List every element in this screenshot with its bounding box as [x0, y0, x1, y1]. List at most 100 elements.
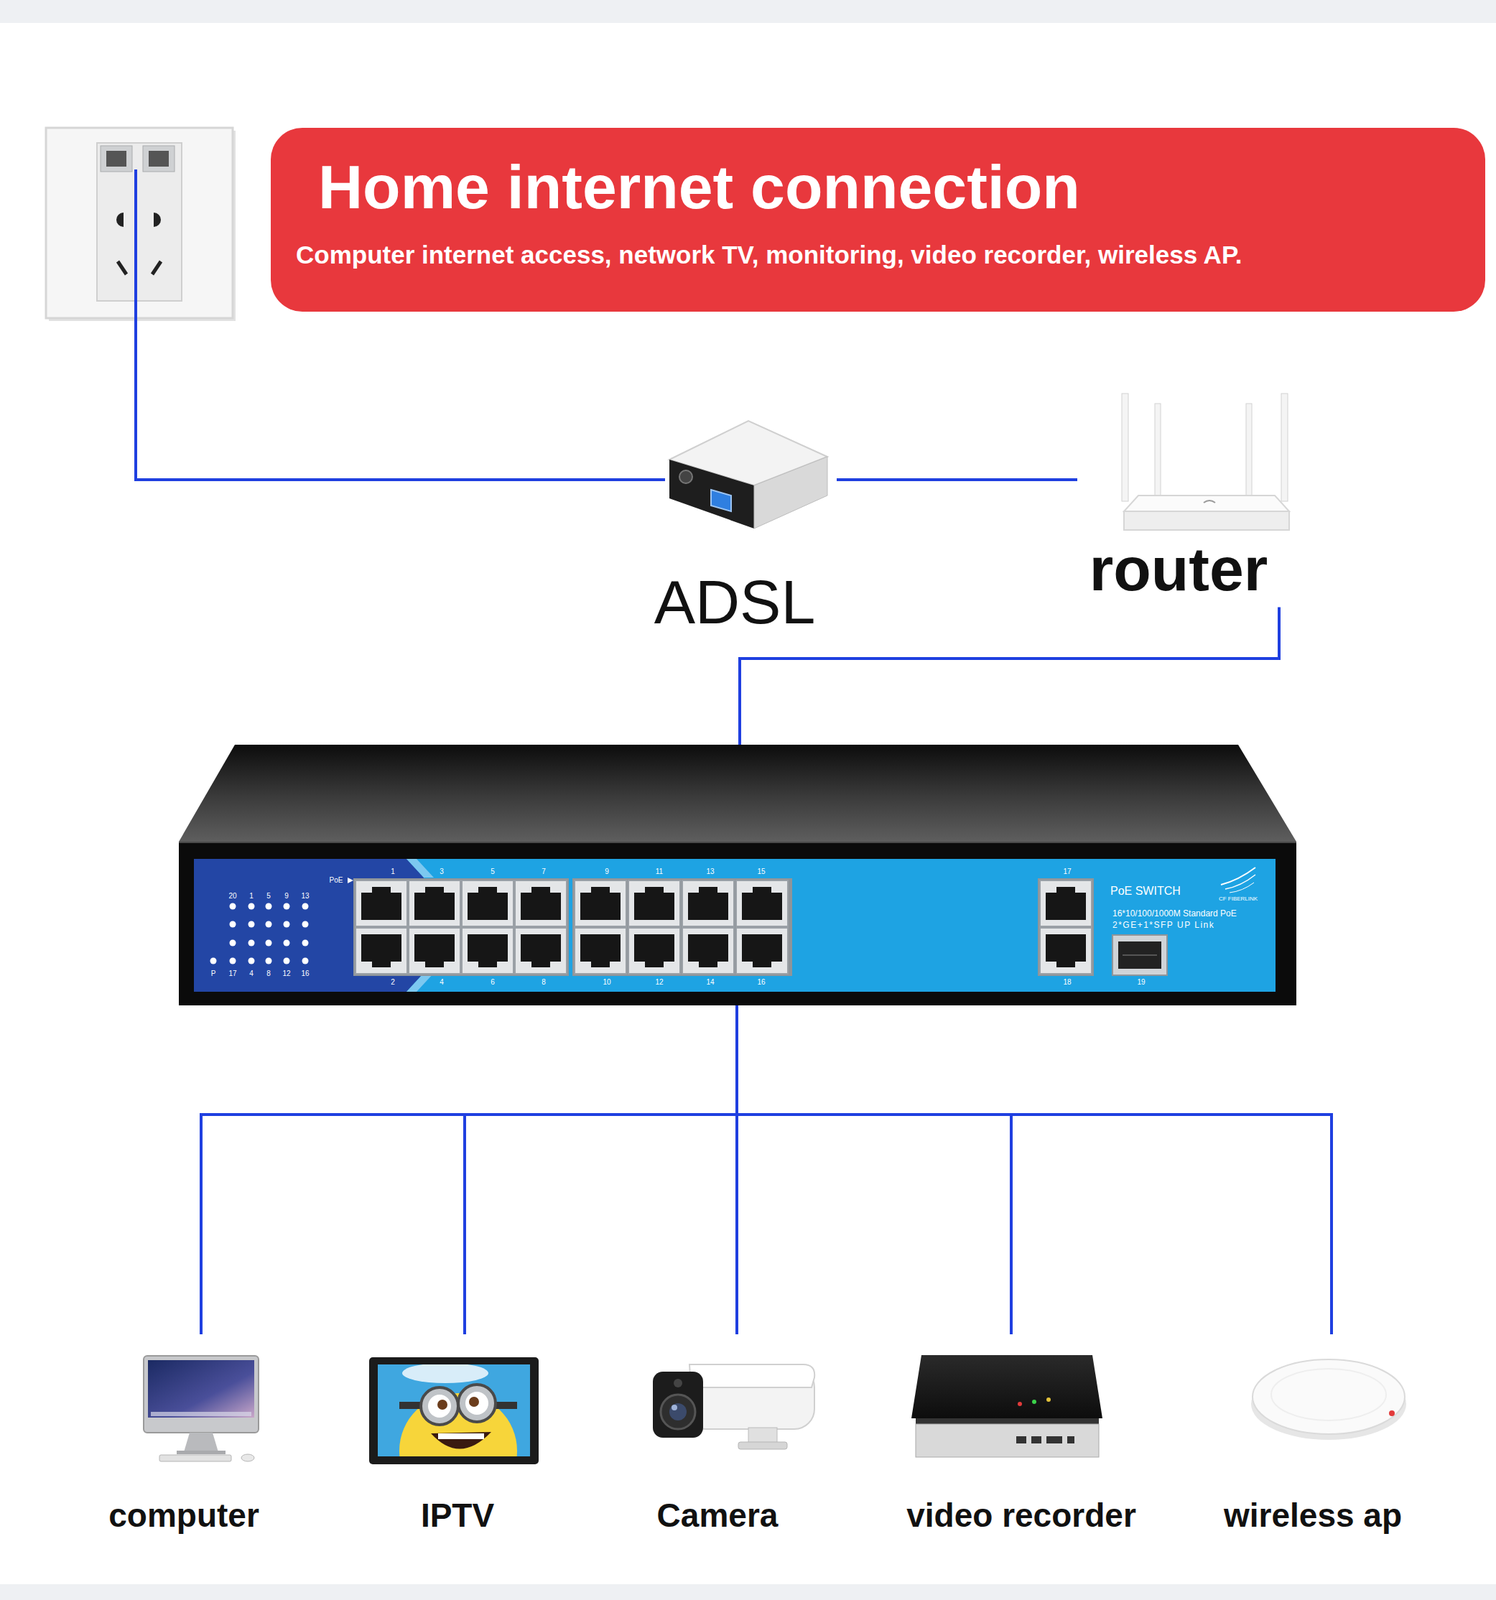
port-number: 19 — [1136, 978, 1145, 987]
iptv-icon-part-part — [468, 1396, 480, 1407]
network-cable — [739, 606, 1280, 745]
computer-icon-part — [150, 1411, 252, 1417]
poe-switch-body-part — [1039, 880, 1092, 927]
computer-icon-part — [241, 1454, 255, 1462]
computer-icon-part — [159, 1455, 232, 1462]
top-band-part — [0, 0, 1496, 23]
port-number: 6 — [490, 978, 495, 987]
wall-socket-part — [152, 261, 161, 275]
video-recorder-icon-part — [1067, 1436, 1075, 1444]
poe-switch-body-part — [682, 927, 734, 974]
poe-switch-body-part — [572, 878, 793, 977]
router-icon-part — [1123, 495, 1290, 512]
port-number: 11 — [655, 868, 663, 876]
port-number: 4 — [249, 970, 254, 978]
video-recorder-icon-part — [915, 1418, 1099, 1425]
modem-device: ADSL — [646, 412, 837, 640]
adsl-modem-icon-part — [669, 459, 755, 529]
poe-switch-body-part-part — [302, 921, 309, 928]
video-recorder-icon-part — [1032, 1399, 1037, 1405]
poe-switch-body-part — [408, 880, 461, 927]
port-number: 4 — [439, 978, 444, 987]
wall-socket — [45, 127, 236, 322]
poe-switch-body-part-part — [229, 958, 237, 965]
computer-icon-part — [183, 1432, 219, 1453]
device-label: wireless ap — [1223, 1496, 1402, 1535]
poe-switch-body-part — [347, 877, 354, 884]
port-number: 17 — [228, 970, 237, 978]
poe-switch-body-part — [514, 880, 567, 927]
poe-switch-body-part — [1229, 882, 1254, 893]
port-number: 8 — [541, 978, 546, 987]
camera-icon — [652, 1364, 815, 1450]
computer-icon-part — [176, 1450, 226, 1455]
video-recorder-icon-part — [1017, 1401, 1022, 1407]
camera-icon-part — [748, 1427, 778, 1444]
video-recorder-icon-part — [1046, 1436, 1063, 1444]
wall-socket-part — [116, 212, 124, 227]
network-cable — [464, 1005, 737, 1335]
iptv-icon — [369, 1357, 539, 1509]
camera-icon-part — [738, 1442, 788, 1450]
iptv-icon-part — [399, 1364, 518, 1457]
video-recorder-icon-part — [911, 1355, 1103, 1419]
iptv-icon-part-part — [402, 1364, 489, 1384]
router-icon — [1121, 393, 1290, 531]
camera-icon-part — [689, 1364, 815, 1388]
poe-switch-body-part — [178, 841, 1297, 1006]
top-band-part — [0, 1584, 1496, 1600]
router-icon-part — [1121, 393, 1129, 502]
poe-switch-body-part-part — [248, 940, 255, 947]
iptv-icon-part-part — [430, 1432, 492, 1450]
poe-switch-body-part-part — [229, 940, 237, 947]
computer-icon-part — [147, 1360, 255, 1418]
switch-text: PoE SWITCH — [1110, 884, 1181, 898]
poe-switch-body-part — [1122, 954, 1158, 956]
poe-switch-body-part — [628, 927, 681, 974]
poe-switch-body-part — [514, 927, 567, 974]
device-node: Camera — [646, 1334, 819, 1537]
poe-switch-body-part — [461, 927, 514, 974]
port-number: 16 — [300, 970, 309, 978]
port-number: 12 — [282, 970, 291, 978]
port-number: 18 — [1062, 978, 1071, 987]
device-label: Camera — [657, 1496, 779, 1535]
port-number: 14 — [705, 978, 714, 987]
video-recorder-icon-part — [1031, 1436, 1042, 1444]
router-icon-part — [1123, 511, 1290, 531]
poe-switch-body-part — [574, 880, 627, 927]
wall-socket-part — [96, 142, 182, 301]
wireless-ap-icon-part — [1388, 1410, 1395, 1417]
poe-switch-body-part-part — [302, 903, 309, 910]
poe-switch-body-part — [210, 903, 309, 965]
router-icon-part — [1203, 500, 1216, 503]
computer-icon — [143, 1355, 259, 1462]
wireless-ap-icon-part — [1271, 1368, 1387, 1421]
connector-group — [201, 479, 1332, 1335]
port-number: 5 — [266, 892, 271, 900]
iptv-icon-part-part — [438, 1433, 485, 1440]
switch-text: 16*10/100/1000M Standard PoE — [1112, 909, 1237, 920]
poe-switch-body-part — [682, 880, 734, 927]
poe-switch-body-part — [736, 880, 788, 927]
poe-switch-body-part — [1220, 867, 1256, 885]
device-node: video recorder — [900, 1334, 1142, 1537]
brand-text: CF FIBERLINK — [1218, 896, 1258, 903]
device-label: ADSL — [654, 566, 816, 638]
port-number: 5 — [490, 868, 495, 876]
port-number: 10 — [602, 978, 611, 987]
poe-switch-body-part — [736, 927, 788, 974]
poe-switch-body-part — [355, 880, 408, 927]
video-recorder-icon-part — [1016, 1436, 1027, 1444]
poe-switch-body-part — [574, 927, 627, 974]
poe-switch-body-part-part — [302, 958, 309, 965]
poe-switch-body-part-part — [229, 903, 237, 910]
poe-switch-body-part-part — [248, 921, 255, 928]
poe-switch-body-part-part — [283, 940, 291, 947]
poe-switch-body-part — [461, 880, 514, 927]
adsl-modem-icon-part — [754, 456, 828, 529]
port-number: 15 — [756, 868, 765, 876]
port-number: 17 — [1062, 868, 1071, 876]
device-node: computer — [102, 1334, 273, 1537]
